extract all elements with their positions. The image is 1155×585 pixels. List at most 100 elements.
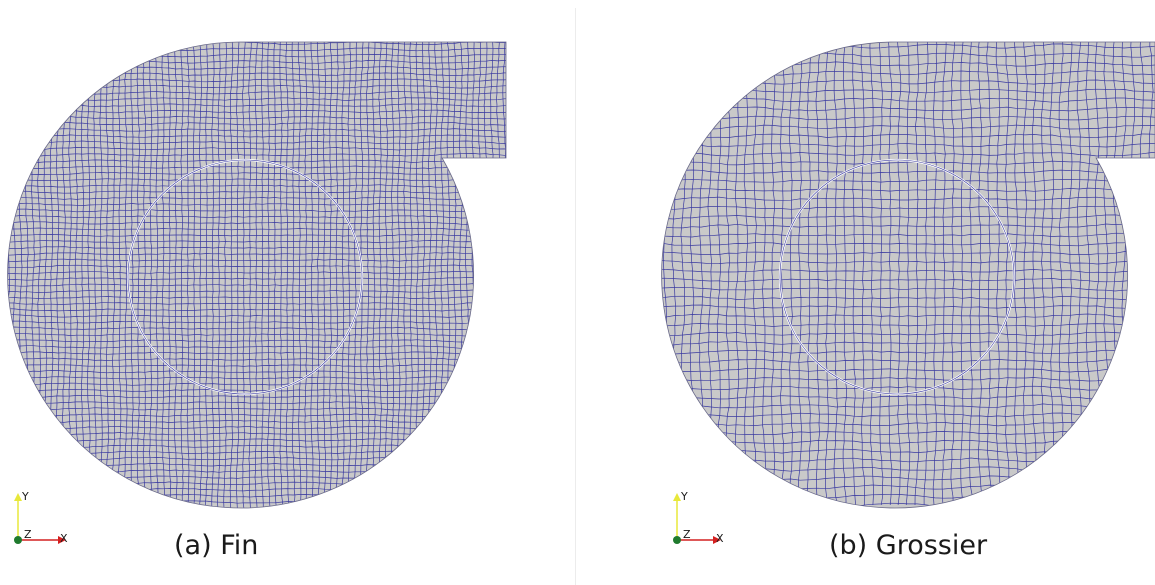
- mesh-line: [2, 36, 510, 39]
- mesh-line: [229, 42, 234, 508]
- mesh-line: [661, 286, 1155, 292]
- mesh-line: [7, 301, 507, 306]
- mesh-line: [7, 351, 507, 356]
- mesh-line: [7, 388, 507, 393]
- mesh-line: [1040, 42, 1046, 506]
- mesh-line: [509, 37, 512, 508]
- mesh-line: [661, 277, 1155, 283]
- mesh-line: [661, 403, 1155, 409]
- mesh-line: [7, 283, 507, 287]
- mesh-line: [661, 106, 1155, 112]
- mesh-line: [7, 339, 507, 343]
- mesh-line: [661, 367, 1155, 373]
- orientation-axes: Y Z X: [673, 490, 724, 545]
- z-axis-dot: [673, 536, 681, 544]
- mesh-line: [7, 153, 507, 157]
- mesh-line: [7, 128, 507, 132]
- mesh-line: [7, 202, 507, 207]
- mesh-line: [661, 151, 1155, 157]
- mesh-line: [7, 177, 507, 182]
- mesh-line: [661, 205, 1155, 211]
- mesh-line: [860, 42, 866, 506]
- mesh-line: [661, 196, 1155, 202]
- mesh-line: [661, 169, 1155, 175]
- panel-fine-mesh: Y Z X (a) Fin: [0, 0, 575, 585]
- mesh-line: [7, 134, 507, 139]
- mesh-line: [661, 187, 1155, 193]
- mesh-line: [725, 42, 731, 506]
- mesh-line: [1022, 42, 1028, 506]
- mesh-line: [995, 42, 1001, 506]
- mesh-line: [661, 232, 1155, 238]
- volute-outline: [661, 41, 1155, 509]
- mesh-line: [7, 221, 507, 225]
- mesh-line: [80, 42, 85, 508]
- y-axis-label: Y: [680, 490, 688, 503]
- mesh-line: [7, 165, 507, 169]
- mesh-line: [409, 42, 413, 508]
- mesh-line: [7, 401, 507, 405]
- mesh-line: [815, 42, 821, 506]
- mesh-line: [7, 345, 507, 349]
- mesh-line: [661, 214, 1155, 220]
- mesh-line: [661, 241, 1155, 247]
- mesh-line: [7, 146, 507, 151]
- mesh-line: [142, 42, 147, 508]
- panel-divider: [575, 8, 576, 585]
- y-axis-arrowhead: [673, 493, 681, 501]
- volute-domain: [661, 42, 1155, 508]
- x-axis-arrowhead: [713, 536, 721, 544]
- coarse-mesh-figure: Y Z X: [661, 41, 1155, 545]
- x-axis-arrowhead: [58, 536, 66, 544]
- mesh-line: [192, 42, 196, 508]
- mesh-line: [7, 357, 507, 361]
- mesh-line: [7, 307, 507, 312]
- mesh-line: [7, 382, 507, 387]
- mesh-line: [968, 42, 974, 506]
- x-axis-label: X: [60, 532, 68, 545]
- mesh-line: [735, 42, 740, 505]
- mesh-line: [130, 42, 134, 508]
- mesh-line: [7, 258, 507, 262]
- mesh-line: [977, 42, 983, 506]
- mesh-line: [950, 42, 956, 506]
- mesh-line: [7, 271, 507, 275]
- mesh-line: [1, 37, 4, 508]
- mesh-line: [390, 42, 395, 508]
- mesh-line: [248, 42, 252, 508]
- mesh-line: [7, 314, 507, 318]
- mesh-line: [661, 340, 1155, 346]
- mesh-line: [7, 295, 507, 300]
- mesh-line: [322, 42, 326, 508]
- mesh-line: [7, 246, 507, 250]
- mesh-line: [7, 320, 507, 324]
- mesh-line: [378, 42, 382, 508]
- panel-coarse-mesh: Y Z X (b) Grossier: [577, 0, 1155, 585]
- mesh-line: [7, 208, 507, 213]
- mesh-line: [661, 376, 1155, 382]
- mesh-line: [661, 268, 1155, 274]
- mesh-line: [7, 190, 507, 194]
- mesh-line: [661, 313, 1155, 319]
- mesh-line: [661, 223, 1155, 229]
- mesh-line: [7, 370, 507, 374]
- y-axis-arrowhead: [14, 493, 22, 501]
- mesh-line: [7, 196, 507, 200]
- z-axis-label: Z: [24, 528, 32, 541]
- mesh-line: [661, 385, 1155, 391]
- mesh-line: [86, 42, 91, 508]
- mesh-line: [661, 394, 1155, 400]
- mesh-line: [7, 252, 507, 256]
- mesh-line: [124, 42, 128, 508]
- mesh-line: [396, 42, 401, 508]
- mesh-line: [661, 295, 1155, 300]
- mesh-line: [7, 394, 507, 399]
- caption-coarse: (b) Grossier: [829, 530, 988, 561]
- mesh-line: [661, 160, 1155, 166]
- mesh-line: [7, 171, 507, 176]
- mesh-line: [1031, 42, 1037, 506]
- mesh-line: [99, 42, 103, 508]
- mesh-line: [7, 264, 507, 269]
- mesh-line: [7, 103, 507, 108]
- rotor-interface-circle-inner: [779, 159, 1015, 395]
